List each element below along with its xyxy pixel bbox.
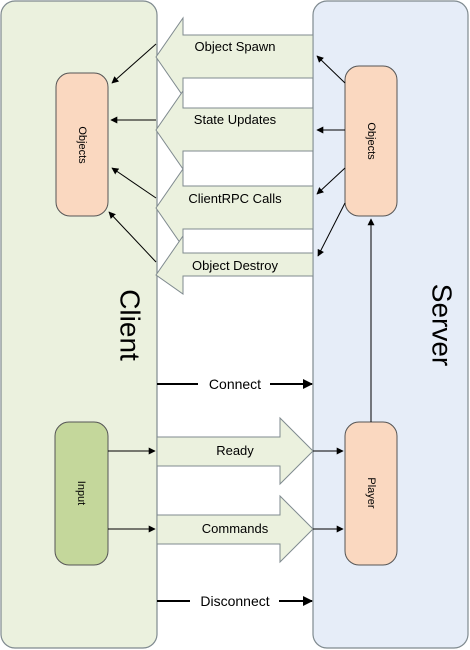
server-to-arrow-connectors	[316, 55, 346, 257]
commands-arrow: Commands	[156, 494, 314, 564]
server-objects-label: Objects	[365, 122, 377, 160]
connector-rpc-out	[111, 167, 157, 199]
connector-destroy-out	[108, 211, 157, 263]
server-label: Server	[427, 284, 458, 366]
state-updates-arrow: State Updates	[155, 89, 314, 171]
disconnect-line: Disconnect	[157, 593, 313, 609]
arrow-to-client-connectors	[108, 43, 157, 263]
client-label: Client	[115, 289, 146, 361]
disconnect-label: Disconnect	[200, 593, 269, 609]
connector-destroy-in	[317, 202, 346, 257]
connector-spawn-in	[316, 55, 346, 84]
client-rpc-calls-arrow: ClientRPC Calls	[155, 167, 314, 249]
ready-label: Ready	[216, 443, 254, 458]
object-spawn-label: Object Spawn	[195, 39, 276, 54]
client-objects-label: Objects	[76, 126, 88, 164]
ready-arrow: Ready	[156, 416, 314, 486]
commands-label: Commands	[202, 521, 269, 536]
input-node: Input	[54, 421, 109, 566]
connect-label: Connect	[209, 376, 261, 392]
object-spawn-arrow: Object Spawn	[155, 16, 314, 98]
server-objects-node: Objects	[344, 65, 398, 217]
player-node: Player	[344, 421, 398, 566]
object-destroy-label: Object Destroy	[192, 258, 278, 273]
connector-spawn-out	[111, 43, 157, 84]
input-label: Input	[75, 481, 87, 505]
connector-rpc-in	[316, 167, 346, 195]
client-objects-node: Objects	[55, 72, 109, 217]
object-destroy-arrow: Object Destroy	[155, 234, 314, 295]
client-panel	[0, 0, 158, 649]
input-connectors	[108, 447, 344, 533]
state-updates-label: State Updates	[194, 112, 277, 127]
client-rpc-calls-label: ClientRPC Calls	[188, 191, 282, 206]
connect-line: Connect	[157, 376, 313, 392]
player-label: Player	[365, 477, 377, 509]
